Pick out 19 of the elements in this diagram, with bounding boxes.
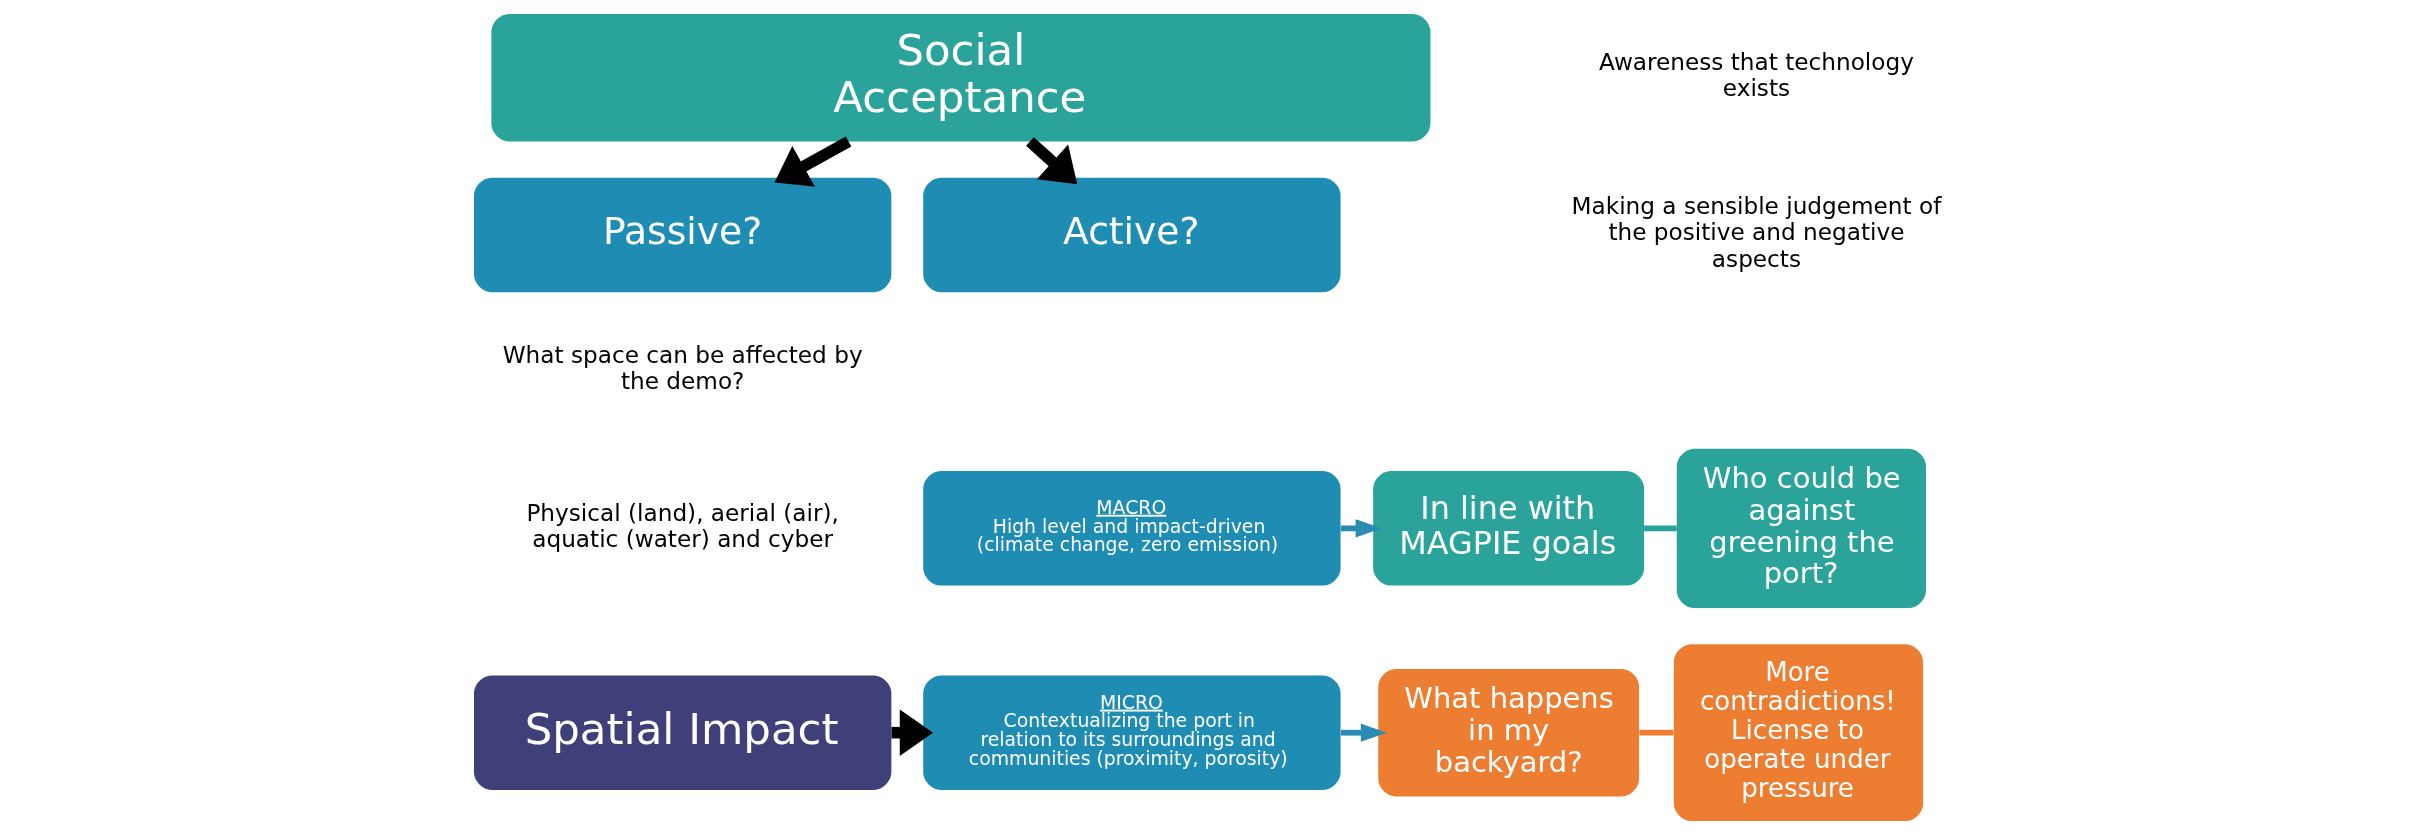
label: Awareness that technology exists: [1598, 48, 1914, 102]
node-box: What happens in my backyard?: [1377, 668, 1639, 797]
label: Making a sensible judgement of the positive and negative aspects: [1571, 192, 1941, 272]
connector: [1643, 525, 1677, 532]
node-box: Spatial Impact: [473, 675, 891, 790]
node-box: Active?: [922, 177, 1341, 293]
arrow: [774, 136, 851, 187]
arrow: [1340, 723, 1387, 742]
node-box: Who could be against greening the port?: [1676, 448, 1926, 609]
node-box: Social Acceptance: [490, 13, 1430, 142]
node-box: MACRO High level and impact-driven (climate change, zero emission): [922, 471, 1341, 586]
node-box: MICRO Contextualizing the port in relation to its surroundings and communities (proximity, porosity): [922, 675, 1341, 790]
node-box: In line with MAGPIE goals: [1372, 471, 1644, 586]
label: Physical (land), aerial (air), aquatic (water) and cyber: [525, 498, 839, 552]
label: What space can be affected by the demo?: [502, 340, 863, 394]
node-box: Passive?: [473, 177, 891, 293]
node-box: More contradictions! License to operate under pressure: [1673, 644, 1923, 822]
connector: [1638, 729, 1674, 736]
arrow: [1025, 137, 1077, 185]
